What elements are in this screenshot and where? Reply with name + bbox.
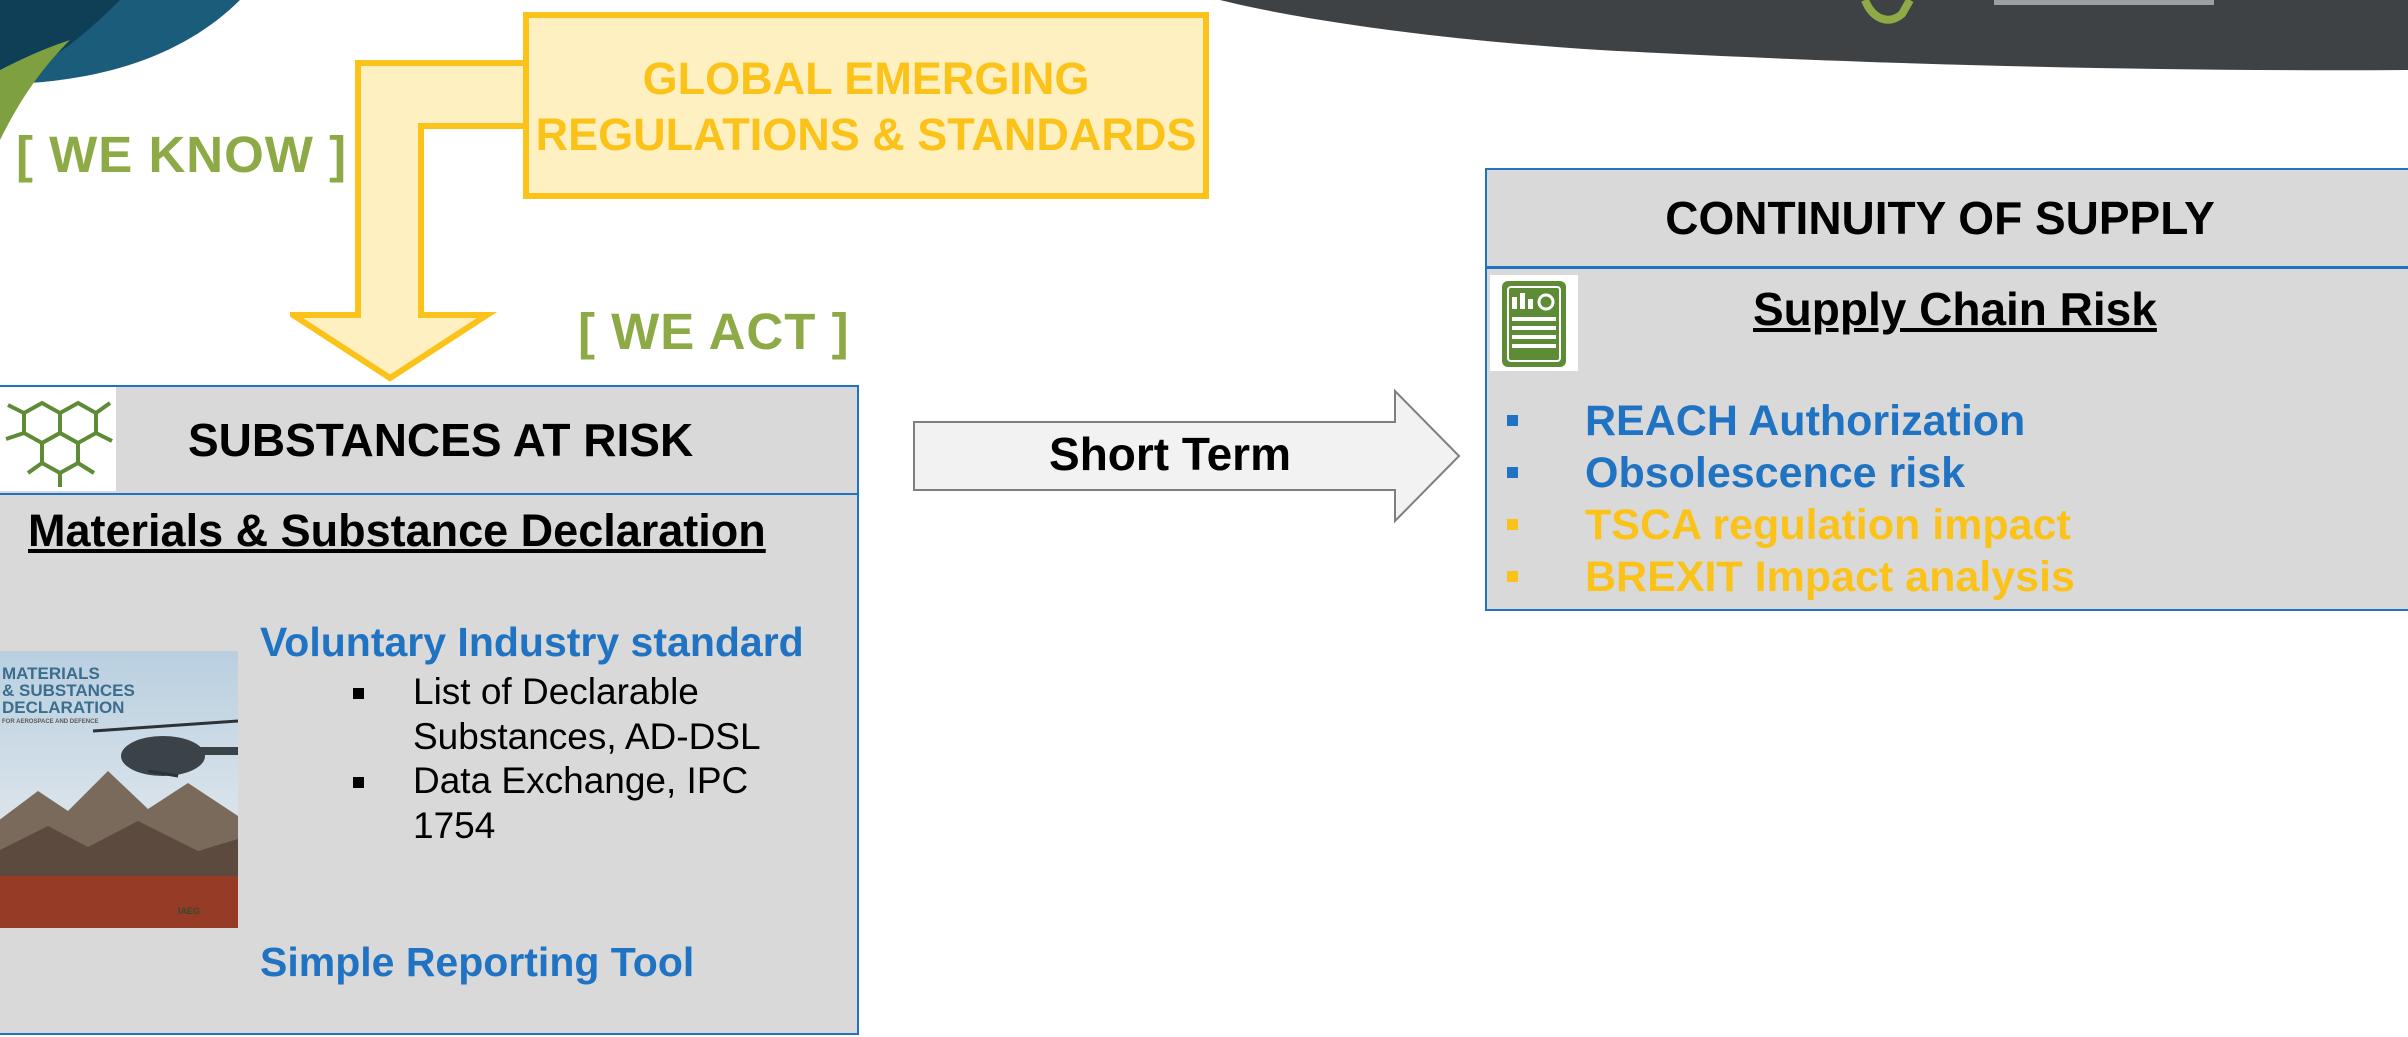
short-term-arrow xyxy=(913,388,1461,524)
risk-list: REACH Authorization Obsolescence risk TS… xyxy=(1507,395,2075,603)
declaration-cover-image: MATERIALS & SUBSTANCES DECLARATION FOR A… xyxy=(0,651,238,928)
continuity-title: CONTINUITY OF SUPPLY xyxy=(1665,192,2215,244)
list-item: BREXIT Impact analysis xyxy=(1507,551,2075,603)
substances-panel: SUBSTANCES AT RISK Materials & Substance… xyxy=(0,385,859,1035)
substances-header: SUBSTANCES AT RISK xyxy=(0,387,857,495)
supply-chain-risk-title: Supply Chain Risk xyxy=(1753,283,2157,335)
voluntary-standard-title: Voluntary Industry standard xyxy=(260,619,804,665)
header-banner xyxy=(1220,0,2408,71)
we-act-tag: [ WE ACT ] xyxy=(578,303,850,360)
regulations-line-2: REGULATIONS & STANDARDS xyxy=(535,108,1197,160)
iaeg-logo: IAEG xyxy=(178,906,201,916)
declaration-subtitle: Materials & Substance Declaration xyxy=(28,505,766,556)
list-item: TSCA regulation impact xyxy=(1507,499,2075,551)
corner-swoosh-decoration xyxy=(0,0,240,140)
cover-title-line-3: DECLARATION xyxy=(2,698,125,717)
list-item: Data Exchange, IPC 1754 xyxy=(353,758,823,848)
molecule-icon xyxy=(0,387,116,491)
cover-title-line-1: MATERIALS xyxy=(2,664,100,683)
simple-reporting-tool: Simple Reporting Tool xyxy=(260,939,695,985)
cover-title-line-2: & SUBSTANCES xyxy=(2,681,135,700)
declaration-list: List of Declarable Substances, AD-DSL Da… xyxy=(353,669,823,848)
list-item: List of Declarable Substances, AD-DSL xyxy=(353,669,823,759)
regulations-down-arrow xyxy=(290,60,531,382)
list-item: REACH Authorization xyxy=(1507,395,2075,447)
regulations-text: GLOBAL EMERGING REGULATIONS & STANDARDS xyxy=(536,51,1197,163)
list-item: Obsolescence risk xyxy=(1507,447,2075,499)
cover-subtitle: FOR AEROSPACE AND DEFENCE xyxy=(2,719,99,725)
regulations-line-1: GLOBAL EMERGING xyxy=(642,52,1090,104)
we-know-tag: [ WE KNOW ] xyxy=(16,126,348,183)
regulations-box: GLOBAL EMERGING REGULATIONS & STANDARDS xyxy=(523,12,1209,199)
short-term-label: Short Term xyxy=(1049,428,1291,480)
substances-title: SUBSTANCES AT RISK xyxy=(188,414,694,466)
continuity-panel: CONTINUITY OF SUPPLY Supply Chain Risk R… xyxy=(1485,168,2408,611)
continuity-header: CONTINUITY OF SUPPLY xyxy=(1487,170,2408,269)
report-document-icon xyxy=(1490,275,1578,371)
